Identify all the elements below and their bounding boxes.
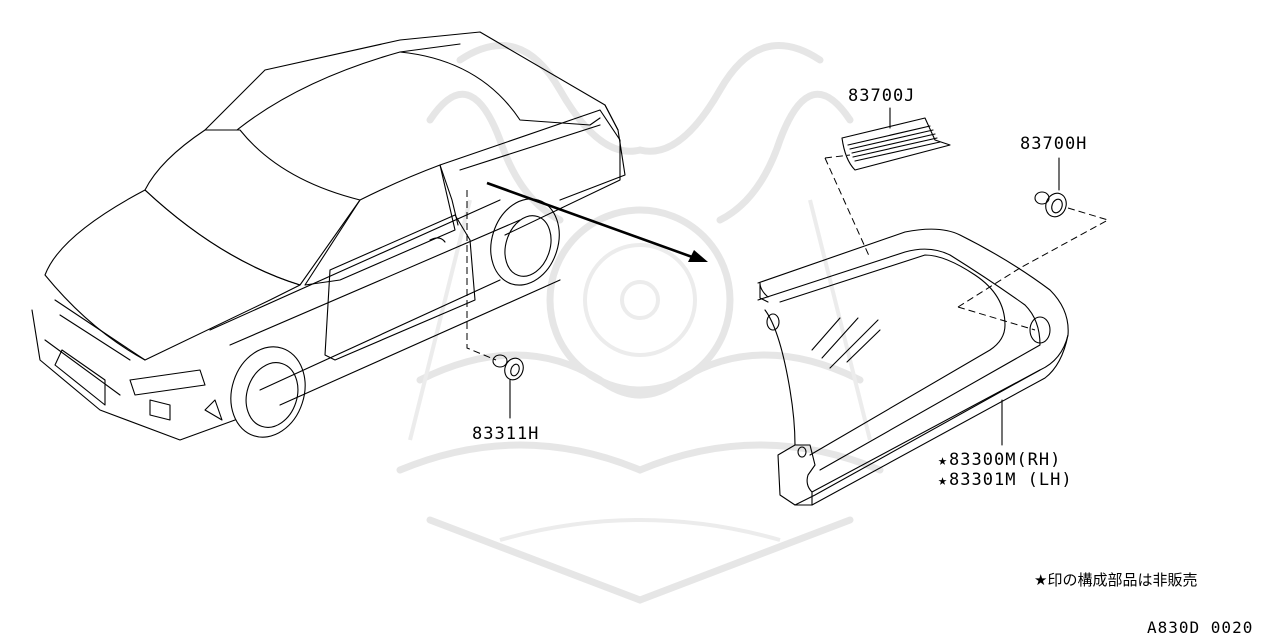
part-label-83700J[interactable]: 83700J: [848, 86, 916, 106]
molding-83700J: [824, 107, 951, 259]
diagram-code: A830D 0020: [1147, 618, 1254, 637]
star-icon: ★: [1034, 571, 1048, 589]
direction-arrow: [486, 181, 708, 262]
footnote-not-sold-separately: ★印の構成部品は非販売: [1034, 573, 1197, 588]
part-label-83311H[interactable]: 83311H: [472, 424, 540, 444]
part-number: 83301M (LH): [949, 470, 1073, 490]
part-label-83300M-rh[interactable]: ★83300M(RH): [938, 452, 1061, 469]
car-illustration: [31, 31, 626, 441]
clip-83311H: [492, 354, 524, 419]
star-icon: ★: [938, 471, 949, 489]
footnote-text: 印の構成部品は非販売: [1047, 571, 1198, 589]
part-label-83700H[interactable]: 83700H: [1020, 134, 1088, 154]
quarter-window-assembly: [757, 228, 1069, 506]
part-label-83301M-lh[interactable]: ★83301M (LH): [938, 472, 1073, 489]
watermark-logo: [396, 42, 884, 604]
star-icon: ★: [938, 451, 949, 469]
leader-83311H: [466, 190, 497, 361]
grommet-83700H: [1019, 157, 1110, 269]
part-number: 83300M(RH): [949, 450, 1062, 470]
